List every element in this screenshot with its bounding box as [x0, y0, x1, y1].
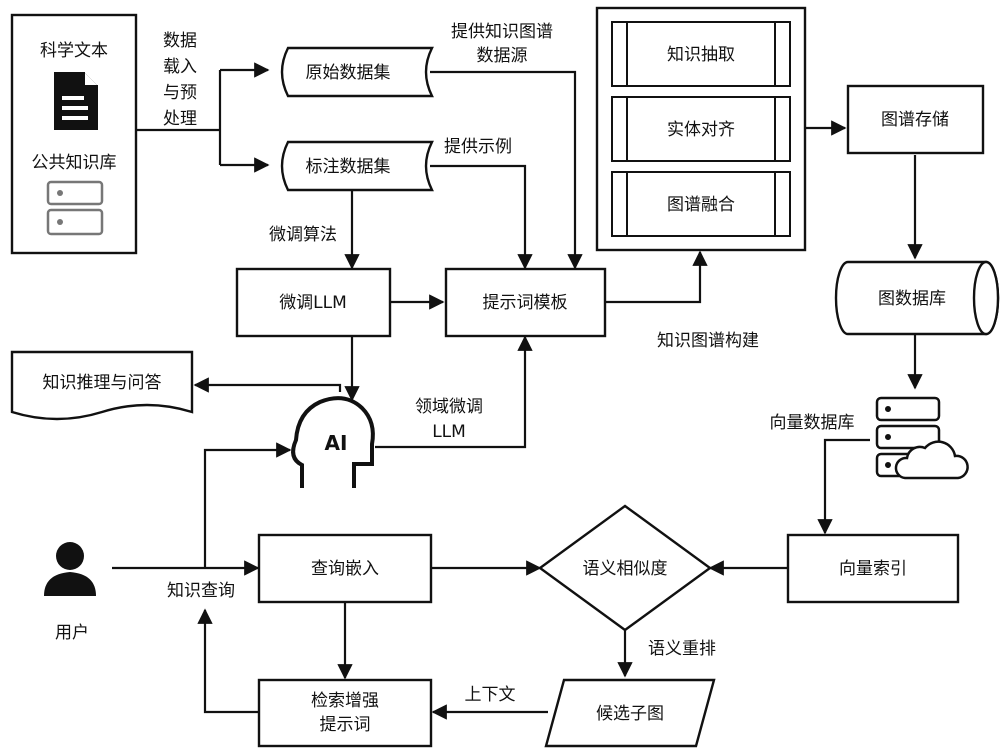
public-kb-label: 公共知识库 [32, 153, 117, 173]
edge-labeled-to-prompt [430, 164, 533, 270]
graph-storage-node: 图谱存储 [846, 84, 985, 155]
semantic-similarity-label: 语义相似度 [583, 559, 668, 579]
reasoning-qa-node: 知识推理与问答 [10, 350, 194, 421]
edge-retrieval-to-user-path [197, 608, 258, 714]
provide-kg-source-label-1: 提供知识图谱 [451, 22, 553, 42]
entity-alignment-node: 实体对齐 [611, 96, 791, 162]
edge-vectordb-to-index [817, 438, 870, 535]
reasoning-qa-label: 知识推理与问答 [43, 373, 162, 393]
vector-index-node: 向量索引 [786, 533, 960, 604]
provide-kg-source-label-2: 数据源 [477, 46, 528, 66]
retrieval-prompt-label-line2: 提示词 [320, 715, 371, 735]
vector-database-node: 向量数据库 [770, 396, 969, 480]
prompt-template-node: 提示词模板 [444, 267, 607, 338]
finetune-llm-label: 微调LLM [279, 293, 347, 313]
sources-box: 科学文本 公共知识库 [10, 13, 138, 255]
domain-llm-label-2: LLM [432, 422, 466, 442]
kg-construction-group: 知识抽取 实体对齐 图谱融合 [595, 6, 807, 252]
entity-alignment-label: 实体对齐 [667, 120, 735, 140]
user-label: 用户 [55, 623, 89, 643]
knowledge-query-label: 知识查询 [167, 581, 235, 601]
labeled-dataset-node: 标注数据集 [280, 140, 434, 192]
knowledge-extraction-label: 知识抽取 [667, 45, 735, 65]
server-icon [46, 180, 104, 236]
edge-raw-to-prompt [430, 70, 583, 270]
candidate-subgraph-label: 候选子图 [596, 704, 664, 724]
labeled-dataset-label: 标注数据集 [306, 157, 391, 177]
edge-user-to-ai [203, 442, 292, 568]
retrieval-prompt-node: 检索增强 提示词 [257, 678, 433, 748]
retrieval-prompt-label-line1: 检索增强 [311, 691, 379, 711]
raw-dataset-node: 原始数据集 [280, 46, 434, 98]
graph-database-node: 图数据库 [834, 260, 1000, 336]
edge-ai-to-prompt [375, 335, 533, 449]
semantic-similarity-node: 语义相似度 [537, 504, 713, 632]
graph-storage-label: 图谱存储 [881, 110, 949, 130]
graph-database-label: 图数据库 [878, 289, 946, 309]
kg-construction-label: 知识图谱构建 [657, 331, 759, 351]
graph-fusion-node: 图谱融合 [611, 171, 791, 237]
load-preprocess-label-1: 数据 [163, 31, 197, 51]
domain-llm-label-1: 领域微调 [415, 397, 483, 417]
load-preprocess-label-4: 处理 [163, 109, 197, 129]
provide-examples-label: 提供示例 [444, 137, 512, 157]
query-embedding-label: 查询嵌入 [311, 559, 379, 579]
context-label: 上下文 [465, 685, 516, 705]
edges [112, 62, 923, 720]
ai-head-badge: AI [325, 431, 348, 455]
science-text-label: 科学文本 [40, 41, 108, 61]
query-embedding-node: 查询嵌入 [257, 533, 433, 604]
vector-index-label: 向量索引 [839, 559, 907, 579]
prompt-template-label: 提示词模板 [483, 293, 568, 313]
edge-ai-to-reasoning [193, 377, 342, 393]
semantic-rerank-label: 语义重排 [648, 639, 716, 659]
candidate-subgraph-node: 候选子图 [544, 678, 716, 748]
finetune-llm-node: 微调LLM [235, 267, 392, 338]
load-preprocess-label-3: 与预 [163, 83, 197, 103]
knowledge-extraction-node: 知识抽取 [611, 21, 791, 87]
user-node: 用户 [44, 542, 96, 643]
edge-labels: 数据 载入 与预 处理 提供知识图谱 数据源 提供示例 微调算法 领域微调 LL… [163, 22, 759, 705]
raw-dataset-label: 原始数据集 [306, 63, 391, 83]
document-icon [54, 72, 98, 130]
load-preprocess-label-2: 载入 [163, 57, 197, 77]
ai-head-icon: AI [291, 396, 375, 488]
user-icon [44, 542, 96, 596]
edge-prompt-to-kg [605, 250, 708, 304]
server-cloud-icon [875, 396, 969, 480]
graph-fusion-label: 图谱融合 [667, 195, 735, 215]
vector-database-label: 向量数据库 [770, 413, 855, 433]
finetune-algorithm-label: 微调算法 [269, 225, 337, 245]
